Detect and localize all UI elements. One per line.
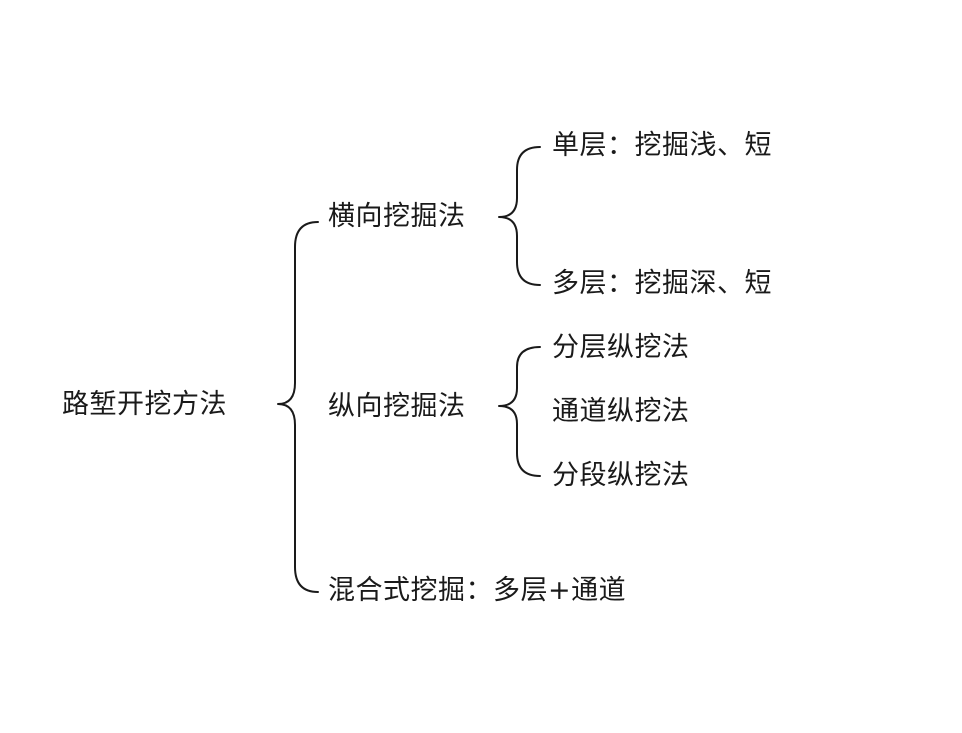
root-label: 路堑开挖方法 xyxy=(62,389,227,420)
longitudinal-brace xyxy=(498,346,541,477)
leaf-single-layer: 单层：挖掘浅、短 xyxy=(552,130,772,161)
leaf-segmented-longitudinal: 分段纵挖法 xyxy=(552,460,690,491)
branch-mixed-label: 混合式挖掘：多层+通道 xyxy=(328,575,627,606)
leaf-channel-longitudinal: 通道纵挖法 xyxy=(552,396,690,427)
leaf-layered-longitudinal: 分层纵挖法 xyxy=(552,332,690,363)
branch-horizontal-label: 横向挖掘法 xyxy=(328,201,466,232)
root-brace xyxy=(277,221,319,593)
horizontal-brace xyxy=(498,146,541,286)
leaf-multi-layer: 多层：挖掘深、短 xyxy=(552,268,772,299)
branch-longitudinal-label: 纵向挖掘法 xyxy=(328,391,466,422)
